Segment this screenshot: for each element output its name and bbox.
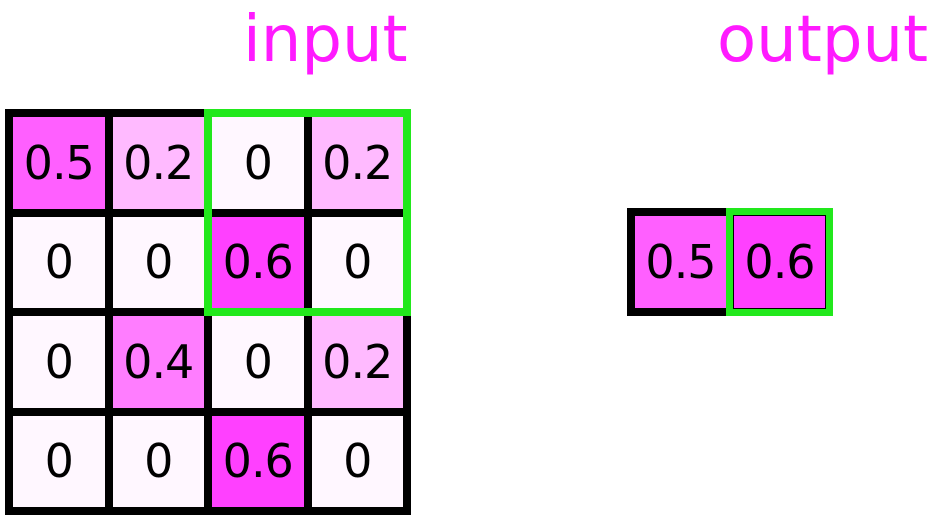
- input-matrix-cell: 0.5: [13, 117, 105, 209]
- input-matrix-cell: 0: [13, 316, 105, 408]
- input-title: input: [243, 3, 408, 77]
- input-matrix-cell: 0.2: [311, 316, 403, 408]
- input-matrix-cell: 0.4: [112, 316, 204, 408]
- input-matrix-cell: 0: [13, 415, 105, 507]
- output-matrix-cell: 0.5: [635, 216, 726, 308]
- input-matrix-cell: 0: [212, 117, 304, 209]
- input-matrix-cell: 0: [112, 415, 204, 507]
- input-matrix-cell: 0.6: [212, 216, 304, 308]
- input-matrix-cell: 0.6: [212, 415, 304, 507]
- input-matrix-cell: 0.2: [112, 117, 204, 209]
- input-matrix-cell: 0: [311, 216, 403, 308]
- output-title: output: [717, 3, 929, 77]
- input-matrix-cell: 0.2: [311, 117, 403, 209]
- input-matrix-cell: 0: [112, 216, 204, 308]
- input-matrix-cell: 0: [311, 415, 403, 507]
- input-matrix-cell: 0: [212, 316, 304, 408]
- output-matrix-cell: 0.6: [734, 216, 825, 308]
- input-matrix-cell: 0: [13, 216, 105, 308]
